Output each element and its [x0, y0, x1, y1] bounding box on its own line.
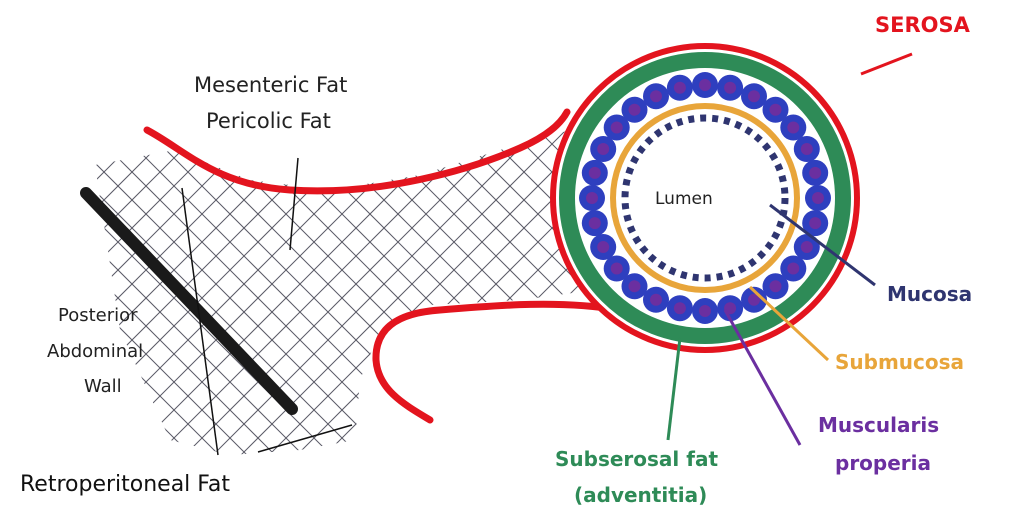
muscularis-dot-core [809, 167, 821, 179]
mesh-line [132, 60, 552, 480]
muscularis-dot-core [589, 167, 601, 179]
mesh-line [0, 60, 48, 480]
mesh-line [0, 60, 216, 480]
muscularis-dot-core [597, 143, 609, 155]
muscularis-dot-core [629, 104, 641, 116]
label-retroperitoneal-fat: Retroperitoneal Fat [20, 472, 230, 497]
muscularis-dot-core [748, 90, 760, 102]
label-mucosa: Mucosa [887, 282, 972, 306]
muscularis-dot-core [611, 122, 623, 134]
muscularis-dot-core [674, 82, 686, 94]
pointer-subserosal [668, 338, 680, 440]
muscularis-dot-core [674, 302, 686, 314]
muscularis-dot-core [787, 122, 799, 134]
label-wall: Wall [84, 376, 122, 397]
label-adventitia: (adventitia) [574, 483, 707, 507]
mesh-line [0, 60, 76, 480]
label-posterior: Posterior [58, 305, 138, 326]
mesh-line [0, 60, 160, 480]
mesh-line [0, 60, 48, 480]
pointer-serosa [861, 54, 912, 74]
label-pericolic-fat: Pericolic Fat [206, 109, 331, 133]
mesh-line [972, 60, 1015, 480]
muscularis-dot-core [586, 192, 598, 204]
label-abdominal: Abdominal [47, 341, 143, 362]
mesh-line [0, 60, 76, 480]
mesh-line [0, 60, 216, 480]
muscularis-dot-core [801, 241, 813, 253]
mesh-line [0, 60, 132, 480]
mesh-line [972, 60, 1015, 480]
pointer-mesenteric-fat [290, 158, 298, 250]
muscularis-dot-core [770, 104, 782, 116]
mesh-line [0, 60, 20, 480]
muscularis-dot-core [812, 192, 824, 204]
label-muscularis: Muscularis [818, 413, 939, 437]
label-lumen: Lumen [655, 189, 713, 209]
label-subserosal-fat: Subserosal fat [555, 447, 718, 471]
muscularis-dot-core [724, 82, 736, 94]
label-properia: properia [835, 451, 931, 475]
muscularis-dot-core [611, 263, 623, 275]
muscularis-dot-core [801, 143, 813, 155]
label-mesenteric-fat: Mesenteric Fat [194, 73, 347, 97]
mesh-line [1000, 60, 1015, 480]
mesh-line [944, 60, 1015, 480]
muscularis-dot-core [597, 241, 609, 253]
muscularis-dot-core [787, 263, 799, 275]
muscularis-dot-core [809, 217, 821, 229]
mesh-line [1000, 60, 1015, 480]
mesh-line [0, 60, 132, 480]
label-submucosa: Submucosa [835, 350, 964, 374]
muscularis-dot-core [650, 294, 662, 306]
mesh-line [0, 60, 104, 480]
muscularis-dot-core [589, 217, 601, 229]
mesh-line [0, 60, 160, 480]
muscularis-dot-core [770, 280, 782, 292]
muscularis-dot-core [629, 280, 641, 292]
mesh-line [944, 60, 1015, 480]
label-serosa: SEROSA [875, 13, 971, 37]
muscularis-dot-core [650, 90, 662, 102]
muscularis-dot-core [699, 305, 711, 317]
mesh-line [0, 60, 104, 480]
mesh-line [0, 60, 20, 480]
muscularis-dot-core [699, 79, 711, 91]
